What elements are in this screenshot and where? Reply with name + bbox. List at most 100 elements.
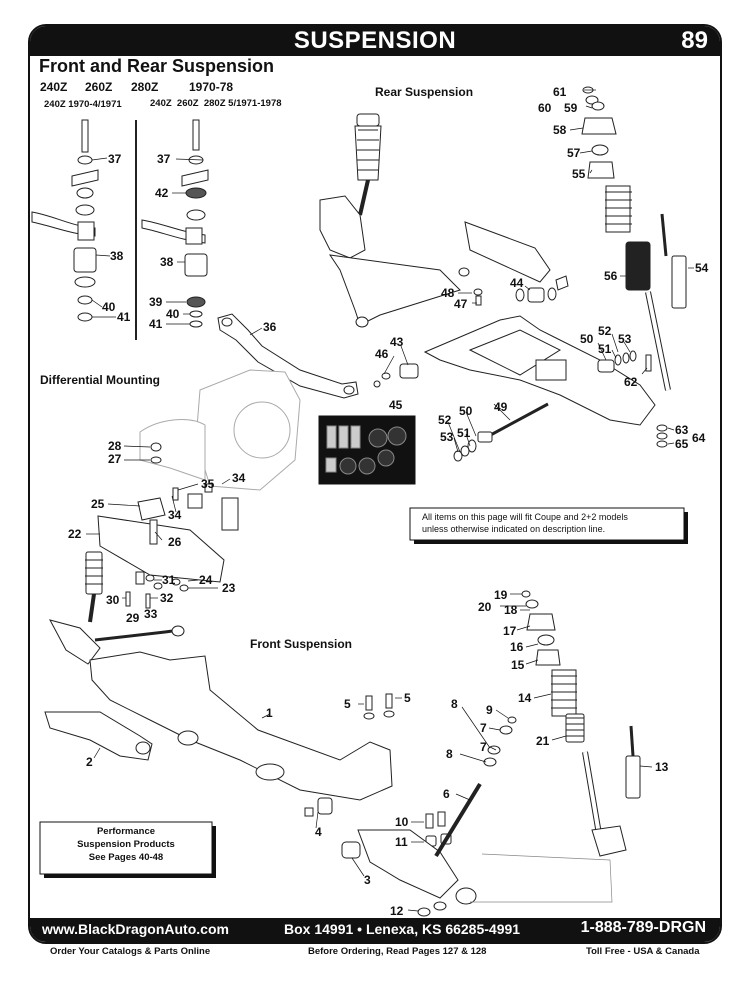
callout-49: 49 <box>494 400 508 414</box>
subheading-early: 240Z 1970-4/1971 <box>44 99 122 110</box>
callout-65: 65 <box>675 437 689 451</box>
callout-63: 63 <box>675 423 689 437</box>
rear-strut-assembly <box>319 113 470 328</box>
callout-32: 32 <box>160 591 174 605</box>
tension-rod-6 <box>434 716 517 858</box>
callout-8-lower: 8 <box>446 747 453 761</box>
callout-51-upper: 51 <box>598 342 612 356</box>
callout-2: 2 <box>86 755 93 769</box>
model-280z: 280Z <box>131 80 158 94</box>
note-box <box>409 507 685 541</box>
rear-control-arm <box>423 315 656 426</box>
callout-48: 48 <box>441 286 455 300</box>
callout-26: 26 <box>168 535 182 549</box>
model-240z: 240Z <box>40 80 67 94</box>
callout-14: 14 <box>518 691 532 705</box>
callout-60: 60 <box>538 101 552 115</box>
callout-15: 15 <box>511 658 525 672</box>
callout-56: 56 <box>604 269 618 283</box>
front-strut-left <box>49 551 185 665</box>
callout-53-lower: 53 <box>440 430 454 444</box>
callout-47: 47 <box>454 297 468 311</box>
callout-33: 33 <box>144 607 158 621</box>
callout-53-upper: 53 <box>618 332 632 346</box>
callout-58: 58 <box>553 123 567 137</box>
callout-44: 44 <box>510 276 524 290</box>
callout-41-early: 41 <box>117 310 131 324</box>
callout-34-upper: 34 <box>232 471 246 485</box>
callout-35: 35 <box>201 477 215 491</box>
heading-front-suspension: Front Suspension <box>250 637 352 651</box>
callout-52-upper: 52 <box>598 324 612 338</box>
callout-17: 17 <box>503 624 517 638</box>
subfooter-center: Before Ordering, Read Pages 127 & 128 <box>308 946 487 957</box>
subfooter-right: Toll Free - USA & Canada <box>586 946 700 957</box>
callout-59: 59 <box>564 101 578 115</box>
callout-8-upper: 8 <box>451 697 458 711</box>
page-title: SUSPENSION <box>293 27 457 54</box>
callout-13: 13 <box>655 760 669 774</box>
callout-12: 12 <box>390 904 404 918</box>
callout-22: 22 <box>68 527 82 541</box>
bushing-parts-rear <box>373 275 652 388</box>
callout-3: 3 <box>364 873 371 887</box>
page-number: 89 <box>681 27 708 54</box>
callout-50-lower: 50 <box>459 404 473 418</box>
footer-bar: www.BlackDragonAuto.com Box 14991 • Lene… <box>30 918 720 942</box>
callout-41-late: 41 <box>149 317 163 331</box>
callout-38-late: 38 <box>160 255 174 269</box>
callout-57: 57 <box>567 146 581 160</box>
callout-11: 11 <box>395 835 408 849</box>
callout-5-right: 5 <box>404 691 411 705</box>
washer-stack-63-65 <box>656 424 668 448</box>
subfooter-left: Order Your Catalogs & Parts Online <box>50 946 211 957</box>
callout-4: 4 <box>315 825 322 839</box>
callout-36: 36 <box>263 320 277 334</box>
model-years: 1970-78 <box>189 80 233 94</box>
front-crossmember-1 <box>89 651 393 801</box>
callout-25: 25 <box>91 497 105 511</box>
callout-46: 46 <box>375 347 389 361</box>
phone-number[interactable]: 1-888-789-DRGN <box>580 919 706 936</box>
callout-20: 20 <box>478 600 492 614</box>
mailing-address: Box 14991 • Lenexa, KS 66285-4991 <box>284 921 521 937</box>
callout-34-lower: 34 <box>168 508 182 522</box>
callout-30: 30 <box>106 593 120 607</box>
callout-62: 62 <box>624 375 638 389</box>
callout-7-lower: 7 <box>480 740 487 754</box>
note-line-1: All items on this page will fit Coupe an… <box>422 512 628 522</box>
heading-differential-mounting: Differential Mounting <box>40 373 160 387</box>
callout-24: 24 <box>199 573 213 587</box>
callout-1: 1 <box>266 706 273 720</box>
callout-42: 42 <box>155 186 169 200</box>
callout-21: 21 <box>536 734 550 748</box>
performance-box[interactable] <box>39 821 213 875</box>
callout-27: 27 <box>108 452 122 466</box>
callout-61: 61 <box>553 85 567 99</box>
website-link[interactable]: www.BlackDragonAuto.com <box>42 921 229 937</box>
callout-7-upper: 7 <box>480 721 487 735</box>
callout-16: 16 <box>510 640 524 654</box>
section-title: Front and Rear Suspension <box>39 56 274 76</box>
callout-40-late: 40 <box>166 307 180 321</box>
control-arm-3 <box>341 829 477 905</box>
front-strut-spring <box>521 590 641 857</box>
subheading-late: 240Z 260Z 280Z 5/1971-1978 <box>150 98 282 109</box>
rear-mount-assembly-early <box>31 119 137 340</box>
callout-37-late: 37 <box>157 152 171 166</box>
callout-52-lower: 52 <box>438 413 452 427</box>
differential-mounts <box>97 442 239 609</box>
rear-crossmember <box>464 221 551 283</box>
callout-39: 39 <box>149 295 163 309</box>
callout-64: 64 <box>692 431 706 445</box>
callout-6: 6 <box>443 787 450 801</box>
differential-assembly <box>139 369 301 491</box>
callout-55: 55 <box>572 167 586 181</box>
callout-5-left: 5 <box>344 697 351 711</box>
callout-18: 18 <box>504 603 518 617</box>
heading-rear-suspension: Rear Suspension <box>375 85 473 99</box>
callout-37-early: 37 <box>108 152 122 166</box>
tension-rod-49 <box>453 402 549 462</box>
callout-31: 31 <box>162 573 176 587</box>
callout-10: 10 <box>395 815 409 829</box>
